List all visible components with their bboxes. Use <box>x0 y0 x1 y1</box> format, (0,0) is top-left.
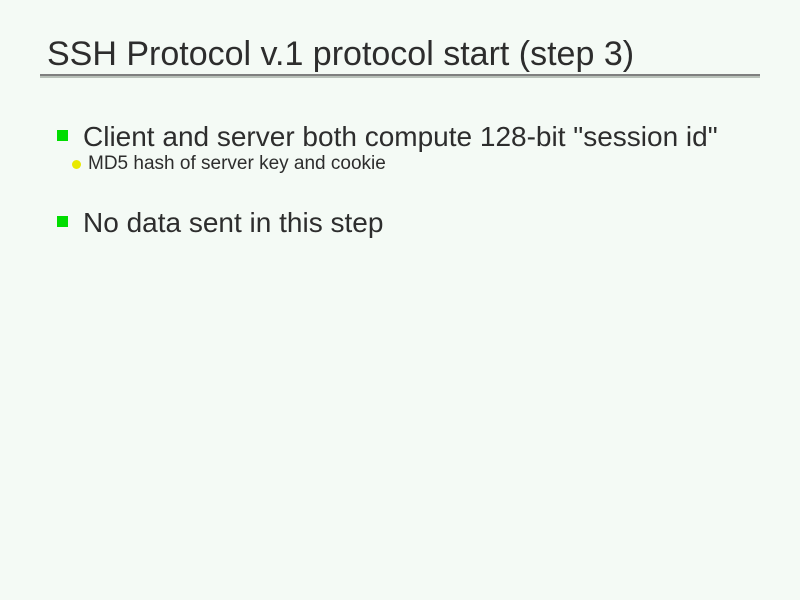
circle-bullet-icon <box>72 160 81 169</box>
slide-title: SSH Protocol v.1 protocol start (step 3) <box>47 35 635 73</box>
bullet-text: Client and server both compute 128-bit "… <box>83 121 718 152</box>
bullet-item: Client and server both compute 128-bit "… <box>57 121 718 153</box>
square-bullet-icon <box>57 216 68 227</box>
bullet-item: No data sent in this step <box>57 207 384 239</box>
square-bullet-icon <box>57 130 68 141</box>
sub-bullet-text: MD5 hash of server key and cookie <box>88 153 386 174</box>
bullet-text: No data sent in this step <box>83 207 384 238</box>
sub-bullet-item: MD5 hash of server key and cookie <box>72 153 386 175</box>
title-rule <box>40 74 760 78</box>
